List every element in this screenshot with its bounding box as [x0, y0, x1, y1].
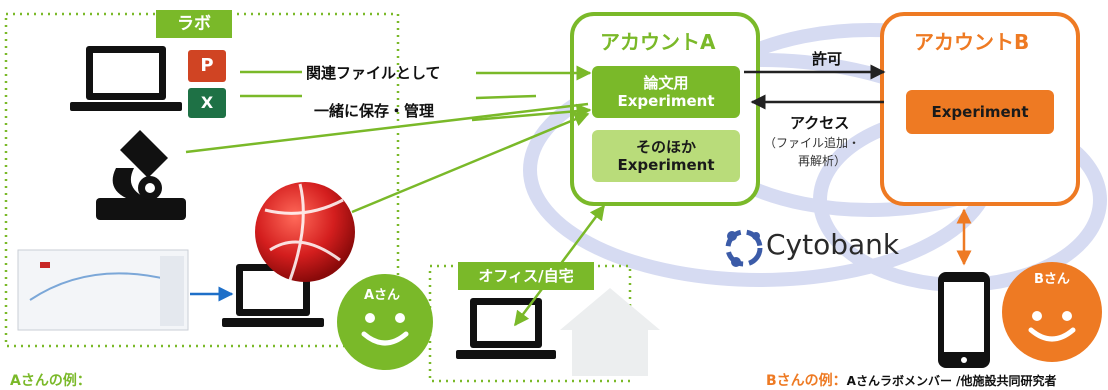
other-experiment-box[interactable]: そのほか Experiment: [592, 130, 740, 182]
access-detail-line2: 再解析）: [798, 154, 847, 168]
other-experiment-line2: Experiment: [617, 156, 715, 174]
person-b-badge: Bさん: [1034, 272, 1070, 287]
person-b-caption: Bさんの例：Aさんラボメンバー /他施設共同研究者: [766, 370, 1108, 390]
house-icon: [560, 288, 660, 376]
account-b-experiment-label: Experiment: [931, 103, 1029, 121]
smartphone-icon: [938, 272, 990, 368]
cytobank-logo-icon: [725, 229, 763, 267]
lab-label: ラボ: [156, 10, 232, 38]
account-b-title: アカウントB: [914, 30, 1030, 54]
other-experiment-line1: そのほか: [635, 138, 696, 156]
microscope-icon: [96, 130, 186, 220]
paper-experiment-line1: 論文用: [643, 74, 689, 92]
account-a-title: アカウントA: [600, 30, 716, 54]
excel-icon: X: [188, 88, 226, 118]
person-a-caption: Aさんの例：: [10, 373, 91, 389]
access-detail-line1: （ファイル追加・: [764, 136, 861, 150]
paper-experiment-box[interactable]: 論文用 Experiment: [592, 66, 740, 118]
person-a-badge: Aさん: [364, 288, 401, 303]
powerpoint-icon-letter: P: [200, 55, 214, 77]
account-b-experiment-box[interactable]: Experiment: [906, 90, 1054, 134]
laptop-icon: [70, 46, 182, 111]
powerpoint-icon: P: [188, 50, 226, 82]
access-title: アクセス: [790, 114, 850, 132]
files-text-line1: 関連ファイルとして: [306, 64, 441, 82]
flow-cytometer-icon: [17, 249, 189, 331]
cytobank-name: Cytobank: [766, 228, 900, 261]
office-label-text: オフィス/自宅: [478, 267, 574, 285]
paper-experiment-line2: Experiment: [617, 92, 715, 110]
person-a-icon: [337, 274, 433, 370]
person-b-icon: [1002, 262, 1102, 362]
fcs-file-icon: [255, 182, 355, 282]
lab-label-text: ラボ: [177, 13, 211, 34]
permission-label: 許可: [812, 50, 843, 68]
laptop-icon: [456, 298, 556, 359]
person-b-caption-detail: Aさんラボメンバー /他施設共同研究者: [846, 374, 1057, 388]
excel-icon-letter: X: [200, 93, 214, 113]
file-connector-lines: [185, 65, 606, 327]
office-label: オフィス/自宅: [458, 262, 594, 290]
person-b-caption-title: Bさんの例：: [766, 373, 847, 389]
files-text-line2: 一緒に保存・管理: [314, 102, 435, 120]
